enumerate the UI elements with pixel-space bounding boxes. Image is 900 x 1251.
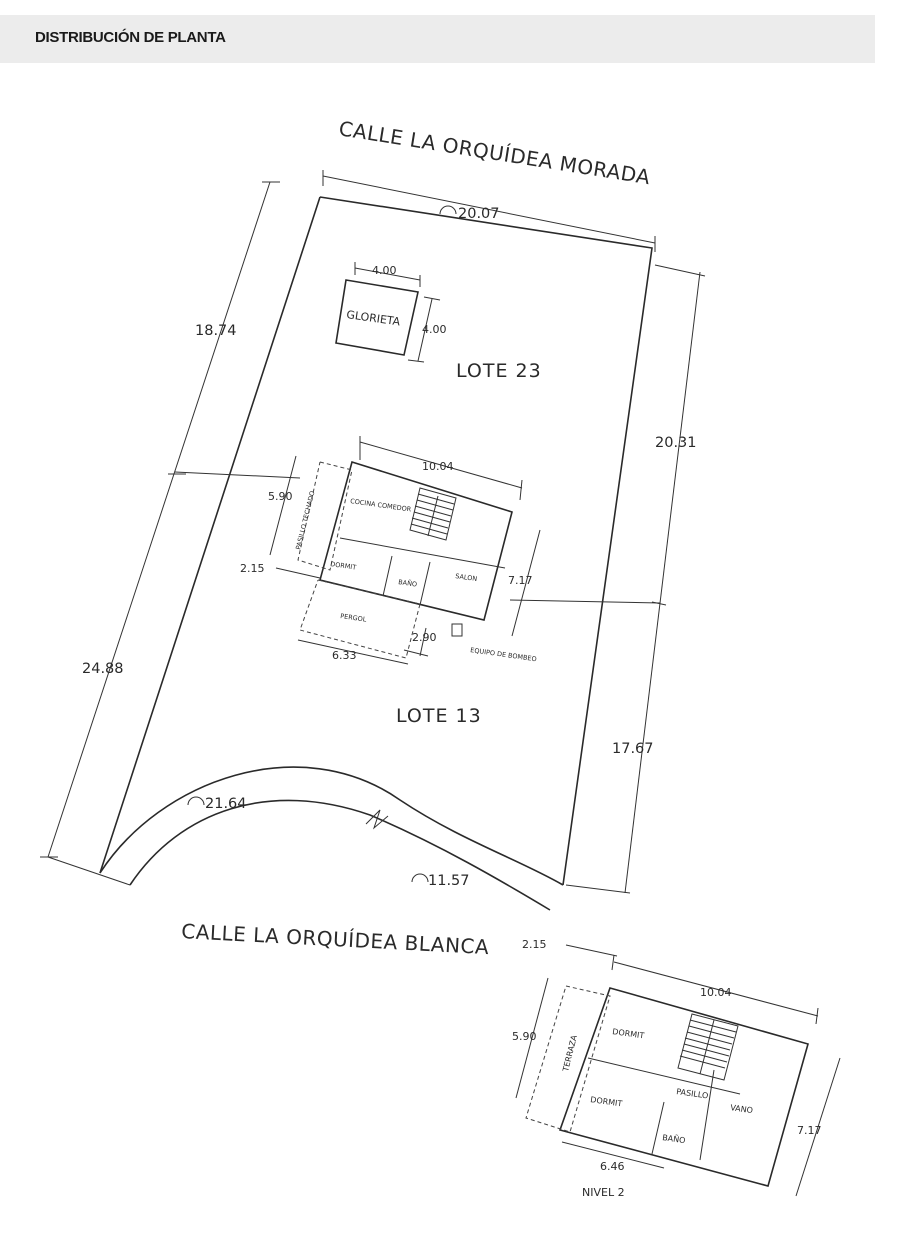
dim-gazebo-w: 4.00 (372, 264, 397, 277)
room-living: SALON (455, 572, 478, 583)
dim-right-lower: 17.67 (612, 741, 654, 757)
room-pump: EQUIPO DE BOMBEO (470, 646, 537, 663)
room-hallway: PASILLO TECHADO (294, 490, 316, 550)
l2-dim-bottom: 6.46 (600, 1160, 625, 1173)
l2-room-hall: PASILLO (676, 1087, 709, 1100)
l2-title: NIVEL 2 (582, 1186, 625, 1199)
dim-left-upper: 18.74 (195, 323, 237, 339)
dimension-top (322, 170, 656, 252)
l2-room-bedroom-bottom: DORMIT (590, 1095, 623, 1108)
dim-house-depth: 7.17 (508, 574, 533, 587)
room-pergola: PERGOL (340, 612, 368, 624)
house-level1 (269, 436, 541, 665)
room-bedroom: DORMIT (330, 560, 357, 572)
room-kitchen: COCINA COMEDOR (350, 497, 412, 514)
dim-right-upper: 20.31 (655, 435, 697, 451)
street-bottom: CALLE LA ORQUÍDEA BLANCA (181, 919, 490, 959)
dim-pump-gap: 2.90 (412, 631, 437, 644)
page-title: DISTRIBUCIÓN DE PLANTA (35, 29, 226, 46)
arc-mark-left (187, 796, 205, 806)
l2-dim-depth: 7.17 (797, 1124, 822, 1137)
street-top: CALLE LA ORQUÍDEA MORADA (337, 116, 652, 189)
l2-dim-width: 10.04 (700, 986, 732, 999)
dim-left-lower: 24.88 (82, 661, 124, 677)
gazebo-label: GLORIETA (346, 308, 402, 328)
house-level2 (515, 944, 841, 1197)
dim-house-hall: 2.15 (240, 562, 265, 575)
dimension-right (565, 264, 706, 894)
stairs (409, 487, 457, 541)
l2-dim-terrace: 5.90 (512, 1030, 537, 1043)
l2-room-void: VANO (730, 1103, 754, 1115)
header-bar: DISTRIBUCIÓN DE PLANTA (0, 15, 875, 63)
room-bath: BAÑO (398, 577, 418, 589)
gazebo (335, 262, 441, 363)
l2-room-bedroom-top: DORMIT (612, 1027, 645, 1040)
lot-lower-label: LOTE 13 (396, 705, 482, 727)
dim-house-w: 10.04 (422, 460, 454, 473)
l2-dim-top-left: 2.15 (522, 938, 547, 951)
arc-mark-right (411, 873, 429, 883)
dimension-left (40, 181, 280, 886)
l2-room-bath: BAÑO (662, 1132, 686, 1145)
dim-top: 20.07 (458, 206, 500, 222)
stairs-level2 (677, 1013, 739, 1081)
dim-arc-right: 11.57 (428, 873, 470, 889)
dim-arc-left: 21.64 (205, 796, 247, 812)
lot-upper-label: LOTE 23 (456, 360, 542, 382)
lot-boundary (99, 196, 661, 911)
l2-room-terrace: TERRAZA (561, 1034, 579, 1074)
dim-pergola: 6.33 (332, 649, 357, 662)
dim-gazebo-h: 4.00 (422, 323, 447, 336)
dim-house-terrace: 5.90 (268, 490, 293, 503)
